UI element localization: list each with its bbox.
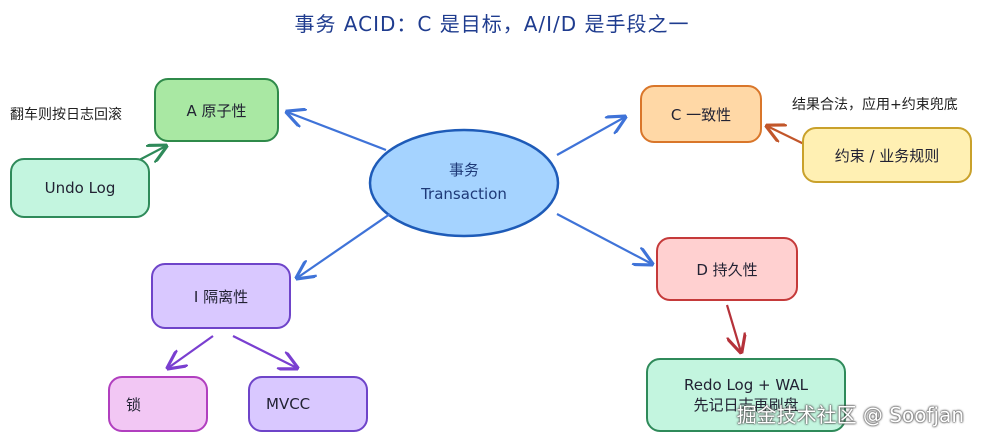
diagram-title: 事务 ACID：C 是目标，A/I/D 是手段之一 [294, 12, 690, 36]
arrow-durability-to-redo [725, 304, 741, 352]
isolation-node: I 隔离性 [151, 263, 291, 329]
arrow-isolation-to-lock [168, 335, 214, 368]
redo-label-line2: 先记日志再刷盘 [693, 396, 799, 414]
center-node: 事务 Transaction [370, 158, 558, 206]
center-label-cn: 事务 [448, 161, 479, 179]
arrow-isolation-to-mvcc [232, 335, 297, 368]
consistency-node: C 一致性 [640, 85, 762, 143]
lock-node: 锁 [108, 376, 208, 432]
rollback-note: 翻车则按日志回滚 [10, 107, 122, 123]
durability-node: D 持久性 [656, 237, 798, 301]
arrow-center-to-durability [556, 213, 652, 264]
constraints-node: 约束 / 业务规则 [802, 127, 972, 183]
center-ellipse [368, 128, 560, 238]
arrow-center-to-consistency [556, 117, 625, 156]
consistency-note: 结果合法，应用+约束兜底 [792, 97, 958, 113]
arrow-center-to-isolation [297, 213, 391, 278]
redo-label-line1: Redo Log + WAL [684, 376, 808, 394]
arrow-constraints-to-consistency [767, 126, 805, 145]
mvcc-node: MVCC [248, 376, 368, 432]
atomicity-node: A 原子性 [154, 78, 279, 142]
center-label-en: Transaction [421, 185, 507, 203]
arrow-center-to-atomicity [287, 112, 387, 152]
undo-log-node: Undo Log [10, 158, 150, 218]
watermark: 掘金技术社区 @ Soofjan [736, 403, 964, 427]
redo-wal-node: Redo Log + WAL 先记日志再刷盘 [646, 358, 846, 432]
